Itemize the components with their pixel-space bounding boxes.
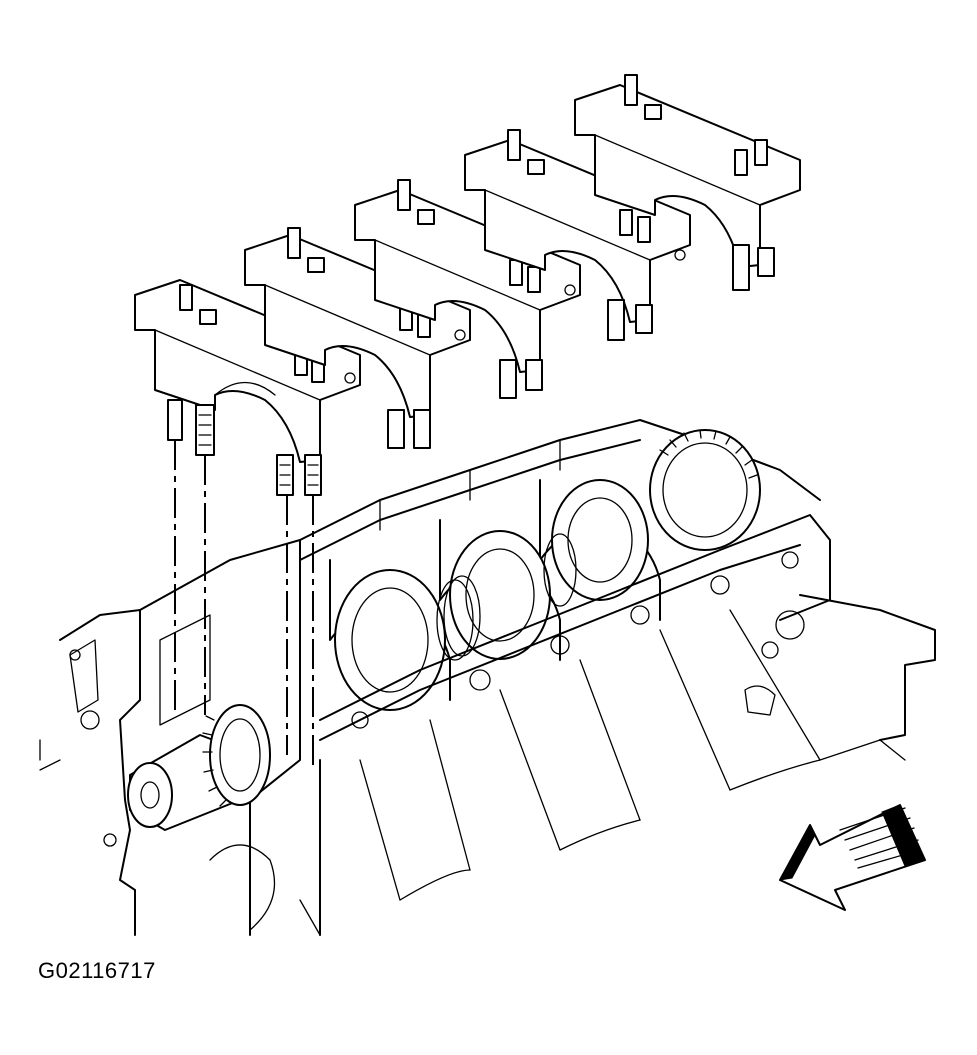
- cap-bolt-threads: [167, 399, 322, 496]
- figure-id-label: G02116717: [38, 958, 156, 983]
- bearing-cap-3: [354, 179, 581, 399]
- arrow-front-icon: [779, 804, 926, 911]
- alignment-lines: [174, 440, 314, 765]
- engine-block: [39, 419, 936, 936]
- bearing-cap-4: [464, 129, 691, 341]
- bearing-cap-2: [244, 227, 471, 449]
- bearing-cap-5: [574, 74, 801, 291]
- bearing-cap-1: [134, 279, 361, 496]
